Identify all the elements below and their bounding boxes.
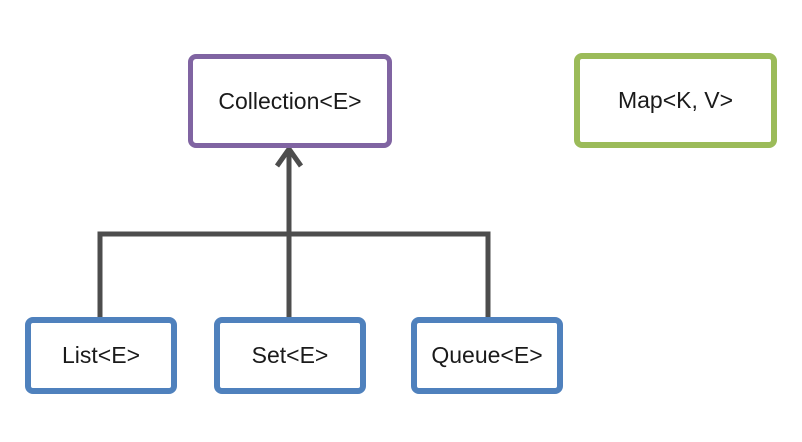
node-queue: Queue<E> bbox=[411, 317, 563, 394]
node-set: Set<E> bbox=[214, 317, 366, 394]
node-collection-label: Collection<E> bbox=[218, 87, 362, 114]
node-list-label: List<E> bbox=[62, 342, 140, 368]
node-queue-label: Queue<E> bbox=[431, 342, 543, 368]
node-list: List<E> bbox=[25, 317, 177, 394]
node-map: Map<K, V> bbox=[574, 53, 777, 148]
node-set-label: Set<E> bbox=[251, 342, 329, 368]
arrowhead-up-icon bbox=[274, 144, 304, 168]
node-collection: Collection<E> bbox=[188, 54, 392, 148]
node-map-label: Map<K, V> bbox=[617, 87, 734, 113]
